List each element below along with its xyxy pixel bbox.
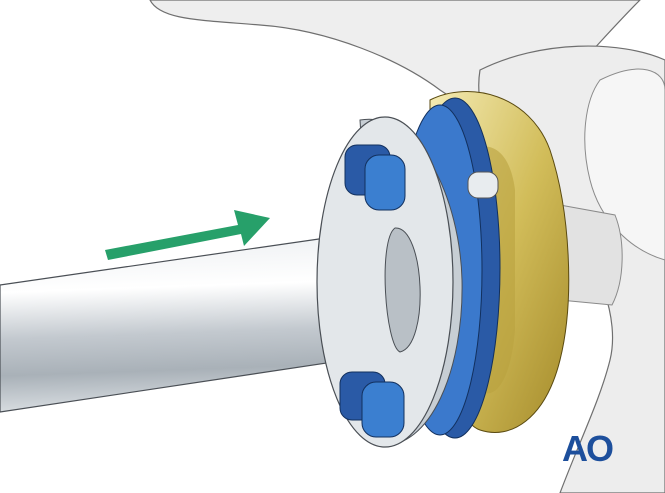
ao-logo: AO — [562, 428, 614, 469]
screw-head-bottom — [339, 371, 405, 438]
arrow-right-icon — [105, 210, 270, 260]
screw-head-top — [344, 144, 406, 211]
